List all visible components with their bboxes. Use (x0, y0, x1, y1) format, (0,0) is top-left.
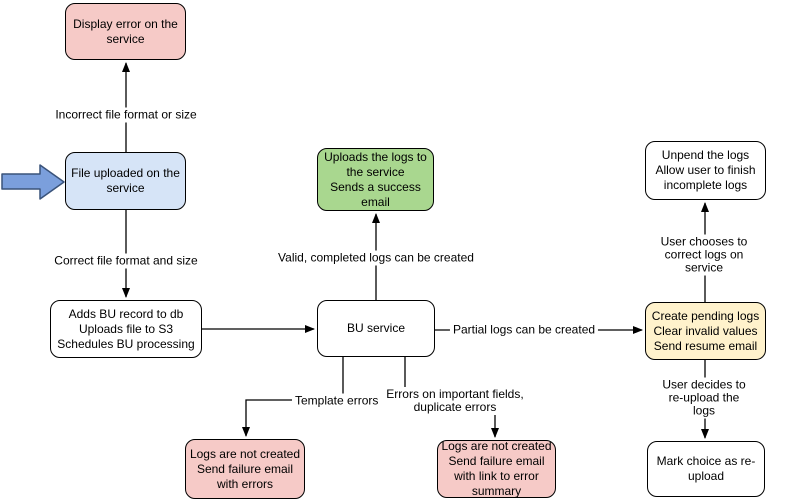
node-adds-bu-record: Adds BU record to db Uploads file to S3 … (50, 300, 202, 358)
edge-label-user-corrects: User chooses to correct logs on service (655, 234, 753, 276)
edge-label-correct-format: Correct file format and size (51, 253, 201, 269)
node-uploads-logs-success: Uploads the logs to the service Sends a … (317, 148, 434, 211)
node-logs-failure-summary: Logs are not created Send failure email … (437, 439, 556, 498)
node-mark-reupload: Mark choice as re- upload (647, 441, 765, 497)
entry-arrow-icon (1, 164, 65, 200)
node-file-uploaded: File uploaded on the service (65, 152, 186, 210)
node-bu-service: BU service (317, 300, 435, 357)
edge-label-user-reuploads: User decides to re-upload the logs (655, 377, 753, 419)
edge-label-valid-completed: Valid, completed logs can be created (275, 250, 477, 266)
edge-label-important-fields: Errors on important fields, duplicate er… (383, 387, 527, 415)
node-logs-failure-errors: Logs are not created Send failure email … (185, 439, 305, 499)
edge-label-template-errors: Template errors (292, 393, 382, 409)
edge-label-partial-logs: Partial logs can be created (449, 322, 599, 338)
node-unpend-logs: Unpend the logs Allow user to finish inc… (645, 141, 766, 200)
node-display-error: Display error on the service (65, 3, 186, 60)
edge-label-incorrect-format: Incorrect file format or size (52, 107, 200, 123)
node-create-pending-logs: Create pending logs Clear invalid values… (645, 302, 766, 360)
